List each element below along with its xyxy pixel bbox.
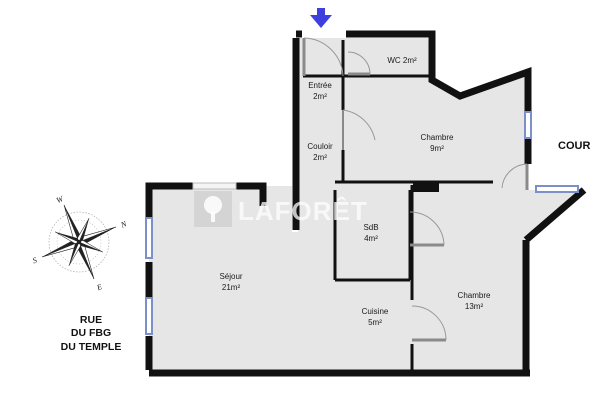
windows [145,111,579,335]
watermark-text: LAFORÊT [238,196,368,226]
street-line-2: DU FBG [71,327,111,339]
room-sdb-name: SdB [363,223,378,232]
room-cuisine-name: Cuisine [362,307,389,316]
compass-letter-n: N [119,219,129,230]
doors [302,37,529,342]
room-chambre2-name: Chambre [458,291,491,300]
compass-rose-icon: W E N S [31,194,129,293]
room-couloir-area: 2m² [313,153,327,162]
room-labels: Entrée 2m² WC 2m² Couloir 2m² Chambre 9m… [219,56,491,327]
floor-area [149,38,584,372]
street-line-3: DU TEMPLE [61,341,122,353]
room-wc-label: WC 2m² [387,56,417,65]
interior-walls [303,40,493,370]
room-sejour-name: Séjour [219,272,242,281]
compass-letter-s: S [31,256,38,266]
room-sejour-area: 21m² [222,283,241,292]
courtyard-label: COUR [558,140,590,152]
room-couloir-name: Couloir [307,142,333,151]
room-chambre1-name: Chambre [421,133,454,142]
street-line-1: RUE [80,314,102,326]
room-chambre2-area: 13m² [465,302,484,311]
room-cuisine-area: 5m² [368,318,382,327]
room-entree-area: 2m² [313,92,327,101]
exterior-walls [145,30,587,377]
room-entree-name: Entrée [308,81,332,90]
arrow-down-icon [310,8,332,28]
street-label: RUE DU FBG DU TEMPLE [61,314,122,353]
compass-letter-e: E [95,282,104,293]
compass-letter-w: W [55,194,66,205]
tree-logo-icon [194,191,232,227]
room-sdb-area: 4m² [364,234,378,243]
room-chambre1-area: 9m² [430,144,444,153]
